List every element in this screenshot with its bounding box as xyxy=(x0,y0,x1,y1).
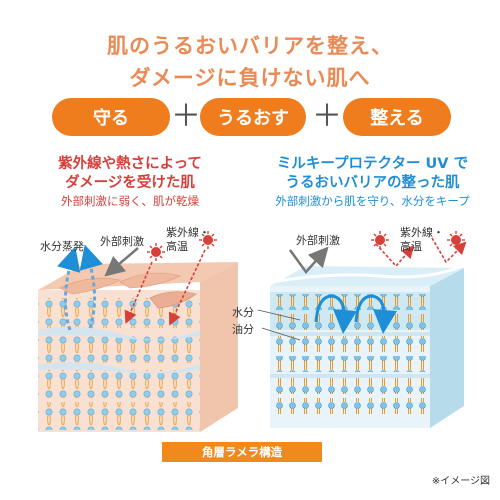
sun-icon xyxy=(371,231,389,249)
right-heading-2: うるおいバリアの整った肌 xyxy=(285,175,460,191)
label-oil: 油分 xyxy=(232,323,254,336)
pill-condition: 整える xyxy=(343,98,451,136)
plus-sign-2: ＋ xyxy=(312,99,342,134)
structure-caption: 角層ラメラ構造 xyxy=(162,442,322,462)
lamellar-illustration xyxy=(38,231,467,432)
water-cycle-arrow-2 xyxy=(354,294,397,334)
pill-protect: 守る xyxy=(52,98,170,136)
damaged-skin-block xyxy=(38,262,238,432)
healthy-skin-block xyxy=(270,264,464,428)
plus-sign-1: ＋ xyxy=(171,99,201,134)
label-water: 水分 xyxy=(232,306,254,319)
pill-moisturize: うるおす xyxy=(200,98,306,136)
evaporation-arrow-1 xyxy=(57,246,81,331)
evaporation-arrow-2 xyxy=(79,244,103,329)
uv-arrow-left-2 xyxy=(168,249,206,326)
sun-icon xyxy=(147,243,165,261)
stimulus-arrow-left xyxy=(104,247,139,277)
sun-icon xyxy=(199,231,217,249)
uv-arrow-left-1 xyxy=(124,261,153,324)
stimulus-arrow-right xyxy=(288,246,329,274)
image-note: ※イメージ図 xyxy=(431,476,490,487)
label-uv-right: 紫外線・ 高温 xyxy=(400,226,444,253)
water-leader-line xyxy=(257,309,301,321)
label-stimulus-right: 外部刺激 xyxy=(296,234,340,247)
label-evaporation-left: 水分蒸発 xyxy=(40,240,84,253)
right-subtext: 外部刺激から肌を守り、水分をキープ xyxy=(275,194,470,208)
label-uv-left: 紫外線・ 高温 xyxy=(166,226,210,253)
left-subtext: 外部刺激に弱く、肌が乾燥 xyxy=(61,194,199,208)
headline-line1: 肌のうるおいバリアを整え、 xyxy=(107,34,393,58)
left-heading-1: 紫外線や熱さによって xyxy=(58,156,202,172)
water-cycle-arrow-1 xyxy=(314,294,357,334)
right-heading-1: ミルキープロテクター UV で xyxy=(276,156,469,172)
oil-leader-line xyxy=(261,327,301,341)
left-heading-2: ダメージを受けた肌 xyxy=(65,175,195,191)
uv-arrow-right-2 xyxy=(431,237,467,264)
headline-line2: ダメージに負けない肌へ xyxy=(129,66,371,90)
label-stimulus-left: 外部刺激 xyxy=(100,235,144,248)
sun-icon xyxy=(447,231,465,249)
